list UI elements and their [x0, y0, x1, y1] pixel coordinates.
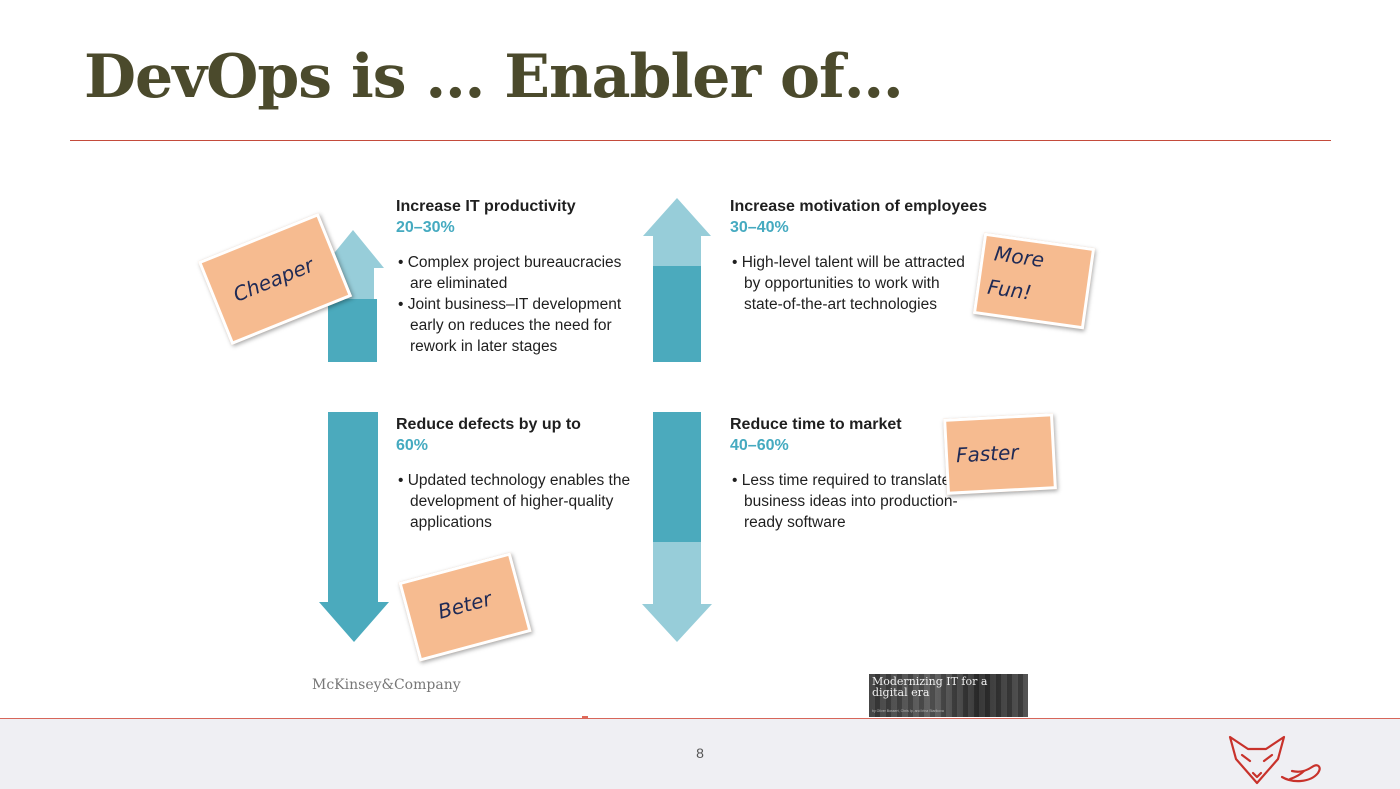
- arrow-down-icon: [642, 412, 712, 642]
- sticky-note-faster: Faster: [943, 413, 1057, 495]
- quadrant-reduce-defects: Reduce defects by up to 60% • Updated te…: [396, 414, 636, 533]
- sticky-note-beter: Beter: [398, 552, 532, 662]
- slide-title: DevOps is … Enabler of…: [84, 42, 904, 112]
- arrow-down-icon: [319, 412, 389, 642]
- quadrant-heading: Increase IT productivity: [396, 198, 576, 215]
- sticky-note-text: Fun!: [986, 274, 1034, 305]
- quadrant-heading: Reduce defects by up to: [396, 416, 581, 433]
- bullet-item: • Joint business–IT development early on…: [398, 296, 622, 355]
- quadrant-percent: 30–40%: [730, 219, 789, 236]
- page-number: 8: [696, 745, 704, 761]
- decorative-mark: [582, 716, 588, 718]
- quadrant-time-to-market: Reduce time to market 40–60% • Less time…: [730, 414, 970, 533]
- bullet-item: • High-level talent will be attracted by…: [732, 254, 965, 313]
- sticky-note-text: Beter: [435, 586, 495, 624]
- quadrant-percent: 40–60%: [730, 437, 789, 454]
- title-divider: [70, 140, 1331, 141]
- bullet-item: • Less time required to translate busine…: [732, 472, 958, 531]
- sticky-note-text: Faster: [955, 440, 1020, 468]
- bullet-item: • Complex project bureaucracies are elim…: [398, 254, 622, 292]
- quadrant-heading: Increase motivation of employees: [730, 198, 987, 215]
- sticky-note-more-fun: More Fun!: [972, 232, 1096, 330]
- sticky-note-text: Cheaper: [229, 252, 317, 307]
- report-byline: by Oliver Bossert, Chris Ip, and Irina S…: [872, 709, 944, 713]
- slide-footer: 8: [0, 718, 1400, 789]
- fox-logo-icon: [1228, 735, 1321, 785]
- quadrant-employee-motivation: Increase motivation of employees 30–40% …: [730, 196, 1020, 315]
- quadrant-it-productivity: Increase IT productivity 20–30% • Comple…: [396, 196, 646, 357]
- mckinsey-logo: McKinsey&Company: [312, 677, 461, 693]
- quadrant-percent: 60%: [396, 437, 429, 454]
- report-thumbnail: Modernizing IT for a digital era by Oliv…: [869, 674, 1028, 717]
- quadrant-heading: Reduce time to market: [730, 416, 902, 433]
- report-title: Modernizing IT for a digital era: [872, 675, 988, 699]
- quadrant-percent: 20–30%: [396, 219, 455, 236]
- arrow-up-icon: [643, 198, 711, 362]
- bullet-item: • Updated technology enables the develop…: [398, 472, 631, 531]
- sticky-note-text: More: [992, 241, 1046, 273]
